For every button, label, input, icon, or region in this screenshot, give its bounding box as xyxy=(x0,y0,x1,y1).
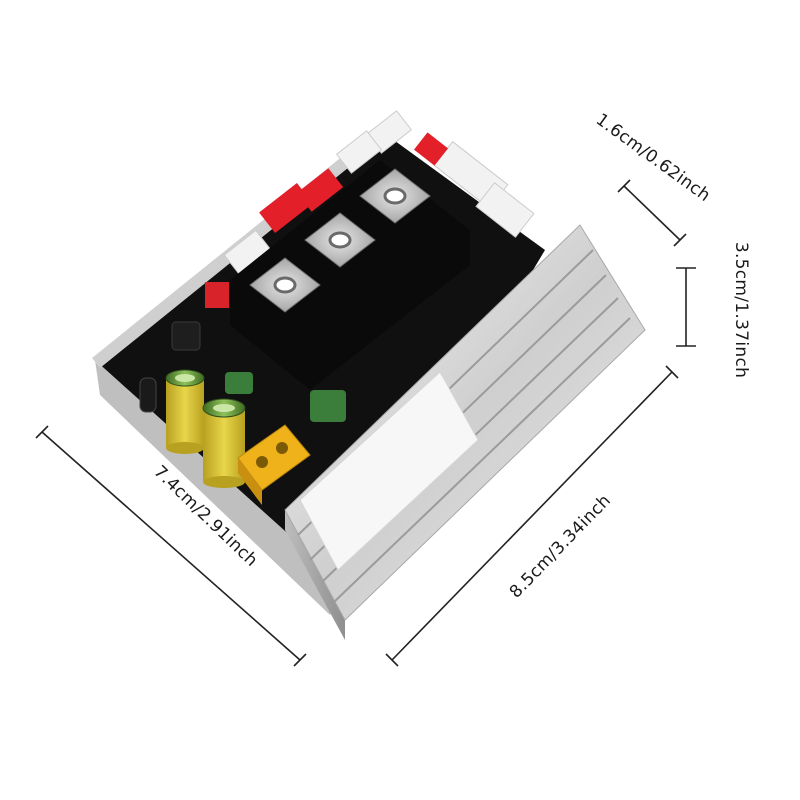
width-dimension-line xyxy=(35,425,307,667)
xt60-power-connector xyxy=(237,424,311,505)
black-capacitor xyxy=(139,377,157,413)
depth-dimension-line xyxy=(617,179,687,247)
white-connector-row xyxy=(223,110,535,277)
inductor xyxy=(171,321,201,351)
controller-board xyxy=(92,110,646,640)
red-connector-row xyxy=(205,132,449,308)
height-dimension-line xyxy=(676,267,696,347)
depth-dimension-label: 1.6cm/0.62inch xyxy=(592,110,714,206)
length-dimension-line xyxy=(385,365,679,667)
terminal-pad-3 xyxy=(359,168,431,224)
aluminium-heatsink xyxy=(284,224,646,640)
heatsink-side xyxy=(285,510,345,640)
heatsink-label-sticker xyxy=(299,371,479,571)
green-capacitor-small-2 xyxy=(225,372,253,394)
height-dimension-label: 3.5cm/1.37inch xyxy=(731,242,751,378)
terminal-pad-1 xyxy=(249,257,321,313)
dimension-lines xyxy=(35,179,696,667)
green-capacitor-small xyxy=(310,390,346,422)
electrolytic-capacitor-1 xyxy=(165,369,205,454)
terminal-block xyxy=(230,160,470,390)
terminal-pad-2 xyxy=(304,212,376,268)
length-dimension-label: 8.5cm/3.34inch xyxy=(506,491,615,603)
electrolytic-capacitor-2 xyxy=(202,398,246,488)
